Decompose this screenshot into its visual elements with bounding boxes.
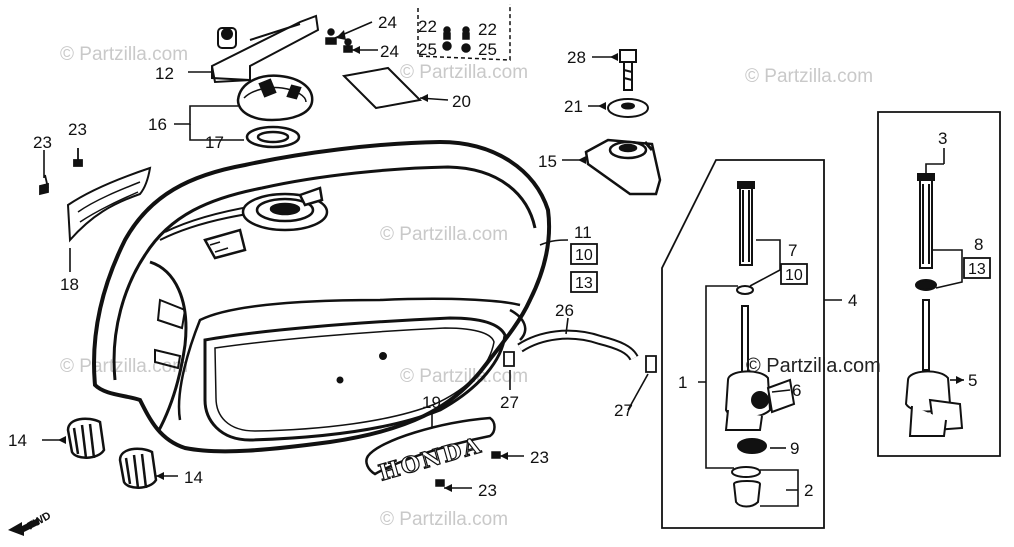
callouts: 12 16 17 24 24 22 25 22 25 20 23 23 18 2… [8, 13, 983, 500]
part-20-pad [341, 66, 423, 110]
callout-24: 24 [378, 13, 397, 32]
callout-23: 23 [478, 481, 497, 500]
valve-assembly-frame [661, 159, 825, 529]
ref-box-13: 13 [575, 275, 593, 292]
callout-1: 1 [678, 373, 687, 392]
filler-neck [203, 186, 329, 260]
callout-8: 8 [974, 235, 983, 254]
callout-22: 22 [418, 17, 437, 36]
callout-28: 28 [567, 48, 586, 67]
part-14-cushion [118, 447, 158, 489]
callout-22: 22 [478, 20, 497, 39]
part-28-bolt [619, 49, 637, 91]
ref-box-10: 10 [785, 267, 803, 284]
part-12-key-lock [210, 14, 320, 84]
watermarks: © Partzilla.com © Partzilla.com © Partzi… [60, 44, 873, 530]
callout-20: 20 [452, 92, 471, 111]
part-18-side-trim [66, 166, 152, 243]
boxed-refs: 10 13 10 13 [570, 243, 991, 293]
fwd-label: FWD [26, 510, 54, 533]
callout-16: 16 [148, 115, 167, 134]
callout-25: 25 [478, 40, 497, 59]
part-14-cushion [66, 417, 106, 459]
callout-4: 4 [848, 291, 857, 310]
part-17-gasket [245, 125, 301, 149]
alt-valve-frame [877, 111, 1001, 457]
callout-25: 25 [418, 40, 437, 59]
callout-7: 7 [788, 241, 797, 260]
callout-24: 24 [380, 42, 399, 61]
callout-14: 14 [184, 468, 203, 487]
leader-lines [42, 21, 964, 507]
ref-box-10: 10 [575, 247, 593, 264]
callout-3: 3 [938, 129, 947, 148]
screw-23-left [39, 148, 83, 196]
callout-23: 23 [530, 448, 549, 467]
clips-27 [503, 351, 657, 373]
callout-23: 23 [33, 133, 52, 152]
callout-14: 14 [8, 431, 27, 450]
callout-18: 18 [60, 275, 79, 294]
callout-5: 5 [968, 371, 977, 390]
callout-15: 15 [538, 152, 557, 171]
screws-top [325, 26, 471, 53]
callout-17: 17 [205, 133, 224, 152]
fuel-tank [92, 139, 552, 454]
part-21-washer [607, 98, 649, 118]
callout-2: 2 [804, 481, 813, 500]
alt-fuel-valve [904, 173, 964, 437]
screws-23-bottom [435, 451, 501, 487]
watermark: © Partzilla.com [380, 509, 508, 530]
fuel-valve-assembly [724, 181, 796, 508]
fwd-direction-marker: FWD [8, 510, 53, 536]
part-16-fuel-cap [236, 74, 314, 122]
part-26-fuel-hose [517, 329, 639, 361]
watermark: © Partzilla.com [745, 66, 873, 87]
ref-box-13: 13 [968, 261, 986, 278]
callout-27: 27 [614, 401, 633, 420]
callout-6: 6 [792, 381, 801, 400]
group-bracket-22-25 [417, 4, 511, 61]
watermark: © Partzilla.com [400, 366, 528, 387]
callout-23: 23 [68, 120, 87, 139]
callout-19: 19 [422, 393, 441, 412]
callout-11: 11 [574, 223, 592, 242]
part-15-mount-bracket [584, 138, 662, 196]
callout-26: 26 [555, 301, 574, 320]
watermark: © Partzilla.com [60, 44, 188, 65]
callout-21: 21 [564, 97, 583, 116]
leader-arrowheads [58, 30, 964, 492]
watermark: © Partzilla.com [746, 355, 881, 377]
watermark: © Partzilla.com [400, 62, 528, 83]
callout-27: 27 [500, 393, 519, 412]
watermark: © Partzilla.com [380, 224, 508, 245]
callout-9: 9 [790, 439, 799, 458]
callout-12: 12 [155, 64, 174, 83]
